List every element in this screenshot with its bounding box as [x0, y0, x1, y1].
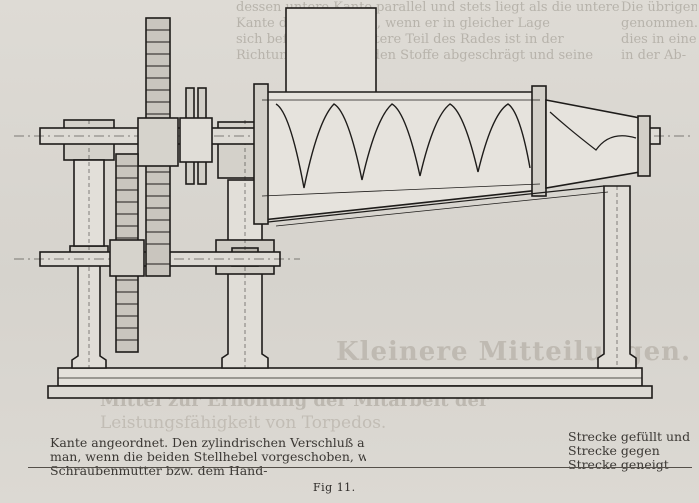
screw-trough	[261, 91, 541, 221]
trough-end-flange	[253, 83, 269, 225]
bleed-line: genommen. In	[621, 16, 697, 31]
bleed-through-right: Die übrigen genommen. In dies in einer i…	[621, 0, 697, 64]
large-gear-teeth	[146, 29, 170, 265]
body-text-right-column: Strecke gefüllt und Strecke gegen Streck…	[568, 430, 699, 472]
figure-caption: Fig 11.	[313, 481, 356, 494]
bleed-line: Die übrigen	[621, 0, 697, 15]
text-line: man, wenn die beiden Stellhebel vorgesch…	[50, 449, 366, 464]
base-plinth-bottom	[47, 385, 653, 399]
screw-flights	[275, 103, 531, 189]
nozzle-outlet-flange	[637, 115, 651, 177]
large-gear-hub	[137, 117, 179, 167]
horizontal-rule	[28, 467, 692, 468]
text-line: Strecke gefüllt und	[568, 430, 691, 444]
bleed-line: dies in einer	[621, 32, 697, 47]
bleed-line: in der Ab-	[621, 48, 687, 63]
base-plinth-top	[57, 367, 643, 387]
small-gear-hub	[109, 239, 145, 277]
conical-nozzle	[545, 99, 641, 189]
text-line: Strecke geneigt	[568, 457, 669, 472]
body-text-left-column: Kante angeordnet. Den zylindrischen Vers…	[50, 436, 366, 478]
trough-outlet-flange	[531, 85, 547, 197]
text-line: Kante angeordnet. Den zylindrischen Vers…	[50, 436, 366, 450]
bleed-through-subheading: Leistungsfähigkeit von Torpedos.	[100, 413, 387, 433]
text-line: Strecke gegen	[568, 443, 660, 458]
feed-hopper	[285, 7, 377, 97]
